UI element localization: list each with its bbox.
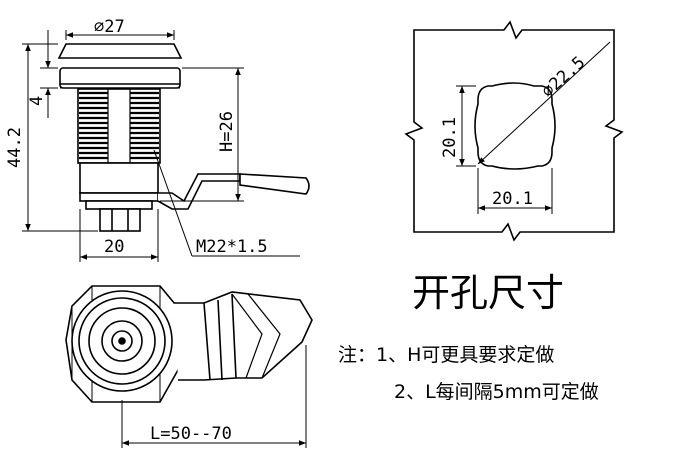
thread-hatching — [79, 91, 159, 160]
cam-arm — [157, 173, 241, 210]
top-view — [65, 285, 313, 403]
hex-nut — [99, 208, 141, 232]
lock-flange — [59, 67, 181, 89]
cutout-side-h-label: 20.1 — [492, 189, 533, 209]
lower-body — [79, 162, 159, 194]
cutout-title: 开孔尺寸 — [412, 271, 564, 315]
thread-spec-label: M22*1.5 — [196, 237, 268, 257]
cutout-hole — [474, 82, 556, 170]
flange-thickness-label: 4 — [27, 96, 47, 106]
lock-cap — [57, 43, 183, 59]
note-line-1: 注：1、H可更具要求定做 — [338, 344, 554, 366]
side-view — [57, 43, 310, 232]
note-line-2: 2、L每间隔5mm可定做 — [394, 381, 599, 403]
panel-cutout — [404, 20, 624, 242]
cam-arm-top — [174, 291, 313, 381]
total-height-label: 44.2 — [5, 127, 25, 168]
cutout-diameter-label: ⌀22.5 — [538, 53, 589, 102]
h-label: H=26 — [217, 111, 237, 152]
thread-body — [77, 88, 161, 164]
side-dimensions — [22, 30, 300, 262]
length-dimension — [121, 345, 307, 448]
top-diameter-label: ⌀27 — [94, 17, 125, 37]
base-width-label: 20 — [104, 237, 124, 257]
length-label: L=50--70 — [150, 424, 232, 444]
cutout-dimensions — [456, 41, 611, 214]
key-hole — [118, 337, 126, 345]
panel-outline — [404, 20, 624, 242]
cutout-side-v-label: 20.1 — [440, 117, 460, 158]
